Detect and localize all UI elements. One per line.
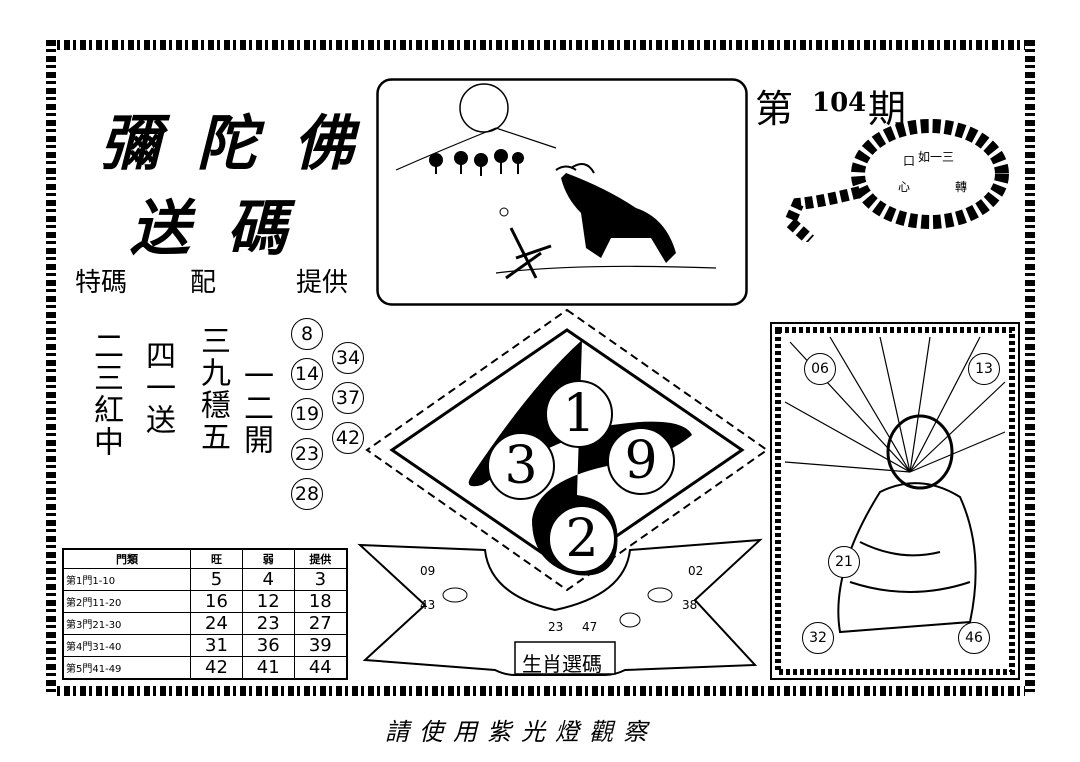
table-header: 提供 — [293, 548, 348, 569]
zodiac-number: 38 — [682, 598, 698, 612]
label-provide: 提供 — [296, 268, 349, 298]
picture-number: 13 — [968, 353, 1000, 385]
picture-number: 32 — [802, 622, 834, 654]
circled-number: 28 — [291, 478, 323, 510]
zodiac-number: 43 — [420, 598, 436, 612]
zodiac-number: 23 — [548, 620, 564, 634]
issue-number: 104 — [812, 88, 867, 118]
title-line-1: 彌 陀 佛 — [100, 109, 362, 179]
big-number-3: 3 — [487, 432, 555, 500]
circled-number: 8 — [291, 318, 323, 350]
big-number-9: 9 — [607, 427, 675, 495]
issue-prefix: 第 — [755, 87, 794, 131]
table-row: 第4門31-40 31 36 39 — [62, 634, 348, 657]
label-special: 特碼 — [75, 268, 128, 298]
circled-number: 37 — [332, 382, 364, 414]
zodiac-banner — [357, 538, 763, 676]
circled-number: 34 — [332, 342, 364, 374]
table-row: 第3門21-30 24 23 27 — [62, 612, 348, 635]
top-border — [48, 40, 1033, 50]
zodiac-number: 47 — [582, 620, 598, 634]
bead-text: 轉 — [955, 180, 968, 194]
verse-4: 一二開 — [238, 360, 273, 456]
left-border — [46, 40, 56, 696]
buffalo-picture — [376, 78, 748, 306]
circled-number: 42 — [332, 422, 364, 454]
label-match: 配 — [190, 268, 217, 298]
stats-table: 門類 旺 弱 提供 第1門1-10 5 4 3 第2門11-20 16 12 1… — [62, 548, 348, 680]
picture-number: 21 — [828, 546, 860, 578]
table-header: 弱 — [241, 548, 295, 569]
zodiac-number: 09 — [420, 564, 436, 578]
table-row: 第5門41-49 42 41 44 — [62, 656, 348, 680]
picture-number: 46 — [958, 622, 990, 654]
verse-1: 二三紅中 — [88, 330, 123, 458]
prayer-beads — [782, 119, 1009, 242]
circled-number: 19 — [291, 398, 323, 430]
table-row: 第2門11-20 16 12 18 — [62, 590, 348, 613]
right-border — [1025, 40, 1035, 696]
number-diamond — [365, 308, 769, 592]
picture-number: 06 — [804, 353, 836, 385]
verse-3: 三九穩五 — [195, 325, 230, 453]
bead-text: 口 — [903, 154, 916, 168]
big-number-1: 1 — [545, 380, 613, 448]
table-header: 門類 — [62, 548, 192, 569]
bead-text: 如一三 — [918, 150, 955, 164]
bottom-border — [48, 686, 1033, 696]
verse-2: 四一送 — [140, 340, 175, 436]
bead-text: 心 — [898, 180, 911, 194]
circled-number: 14 — [291, 358, 323, 390]
table-header: 旺 — [190, 548, 243, 569]
title-line-2: 送 碼 — [130, 194, 295, 264]
zodiac-label: 生肖選碼 — [522, 652, 602, 676]
zodiac-number: 02 — [688, 564, 704, 578]
big-number-2: 2 — [548, 505, 616, 573]
footer-note: 請使用紫光燈觀察 — [385, 718, 657, 746]
table-row: 第1門1-10 5 4 3 — [62, 568, 348, 591]
circled-number: 23 — [291, 438, 323, 470]
